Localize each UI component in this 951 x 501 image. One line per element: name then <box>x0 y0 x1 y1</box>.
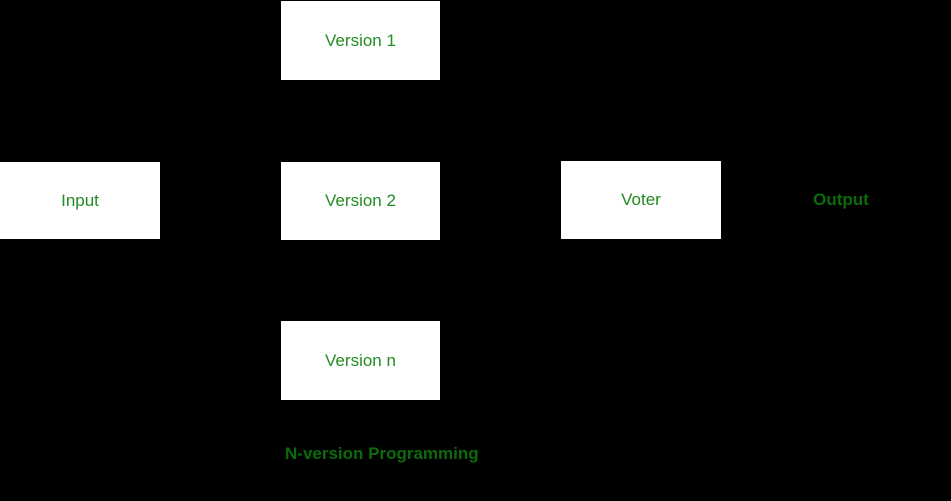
node-input: Input <box>0 162 160 239</box>
node-version-1: Version 1 <box>281 1 440 80</box>
node-input-label: Input <box>61 190 99 210</box>
node-voter: Voter <box>561 161 721 239</box>
node-version-2-label: Version 2 <box>325 191 396 210</box>
node-version-1-label: Version 1 <box>325 30 396 50</box>
node-version-n-label: Version n <box>325 350 396 370</box>
output-label: Output <box>813 190 869 209</box>
node-version-2: Version 2 <box>281 162 440 240</box>
diagram-caption: N-version Programming <box>285 444 479 463</box>
node-version-n: Version n <box>281 321 440 400</box>
node-voter-label: Voter <box>621 190 661 209</box>
